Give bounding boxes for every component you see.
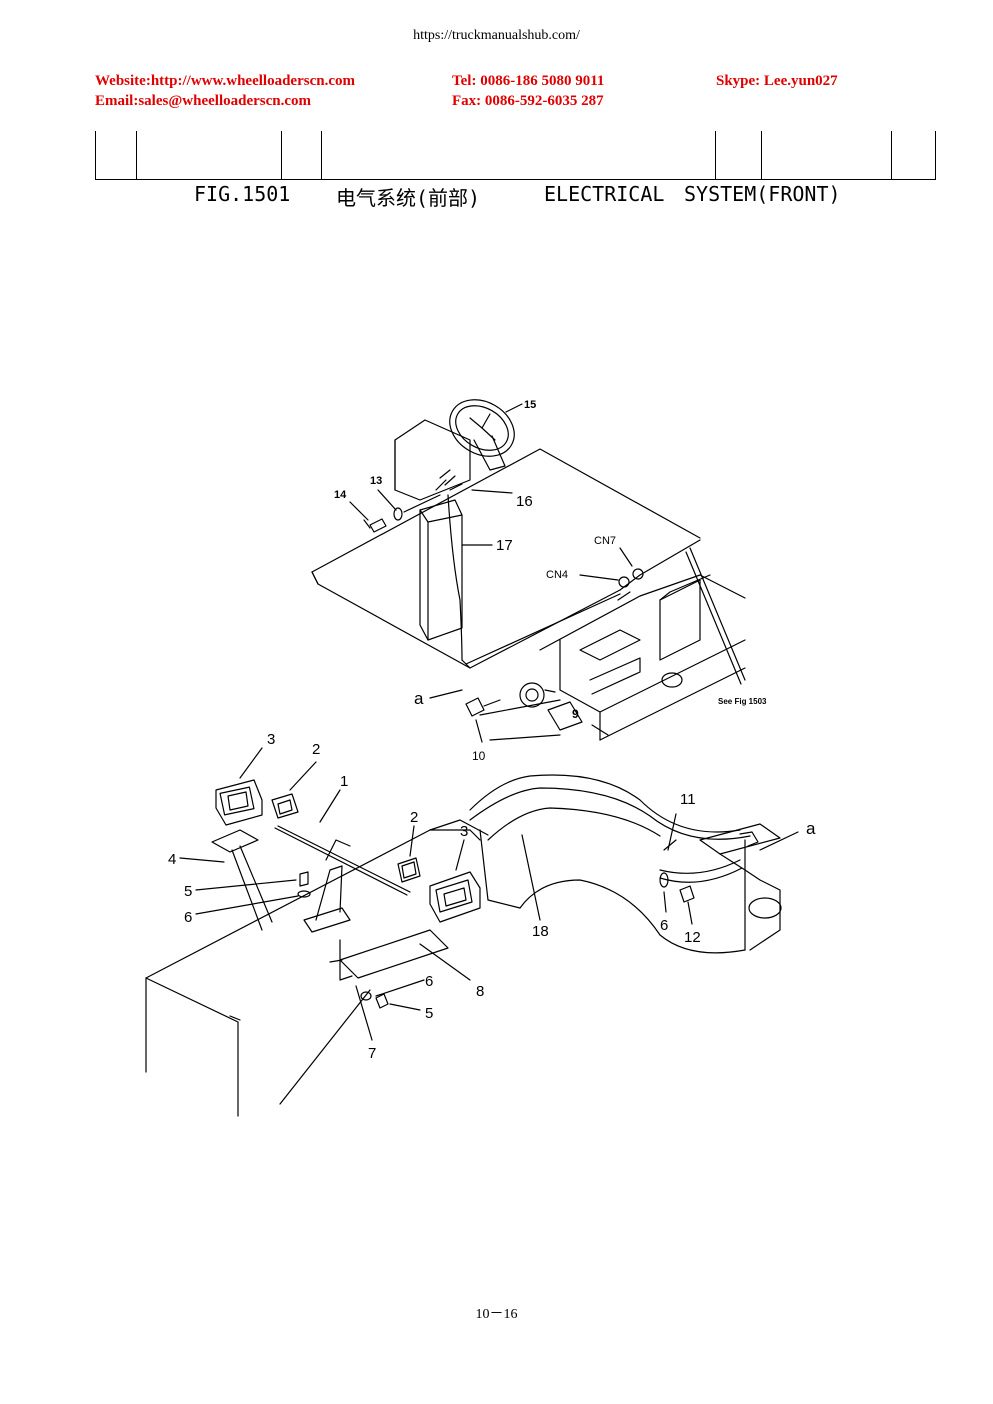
- callout-1: 1: [340, 773, 348, 790]
- callout-cn4: CN4: [546, 569, 568, 581]
- callout-14: 14: [334, 489, 347, 501]
- callout-16: 16: [516, 493, 533, 510]
- callout-6-mid: 6: [425, 973, 433, 990]
- callout-13: 13: [370, 475, 382, 487]
- figure-title-english-2: SYSTEM(FRONT): [684, 182, 841, 206]
- callout-a-lower: a: [806, 819, 816, 838]
- callout-2-right: 2: [410, 809, 418, 826]
- source-url[interactable]: https://truckmanualshub.com/: [413, 28, 580, 43]
- callout-10: 10: [472, 749, 486, 763]
- callout-12: 12: [684, 929, 701, 946]
- callout-7: 7: [368, 1045, 376, 1062]
- callout-3-left: 3: [267, 731, 275, 748]
- callout-a-upper: a: [414, 689, 424, 708]
- figure-title-english-1: ELECTRICAL: [544, 182, 665, 206]
- callout-6-right: 6: [660, 917, 668, 934]
- callout-5-right: 5: [425, 1005, 433, 1022]
- callout-5-left: 5: [184, 883, 192, 900]
- callout-2-left: 2: [312, 741, 320, 758]
- callout-11: 11: [680, 791, 696, 808]
- dashboard-assembly: [311, 399, 746, 743]
- skype-id: Skype: Lee.yun027: [716, 73, 838, 89]
- callout-3-right: 3: [460, 823, 468, 840]
- frame-harness-assembly: [469, 774, 799, 954]
- callout-8: 8: [476, 983, 484, 1000]
- callout-9: 9: [572, 707, 579, 721]
- callout-18: 18: [532, 923, 549, 940]
- figure-number: FIG.1501: [194, 182, 291, 206]
- see-figure-reference: See Fig 1503: [718, 697, 767, 706]
- email-link[interactable]: Email:sales@wheelloaderscn.com: [95, 93, 312, 109]
- callout-6-left: 6: [184, 909, 192, 926]
- callout-15: 15: [524, 399, 536, 411]
- fax: Fax: 0086-592-6035 287: [452, 93, 604, 109]
- figure-title-chinese: 电气系统(前部): [336, 186, 481, 210]
- lamp-fender-assembly: [145, 747, 489, 1117]
- callout-cn7: CN7: [594, 535, 616, 547]
- page-number: 10－16: [475, 1307, 518, 1322]
- website-link[interactable]: Website:http://www.wheelloaderscn.com: [95, 73, 355, 89]
- callout-4: 4: [168, 851, 176, 868]
- telephone: Tel: 0086-186 5080 9011: [452, 73, 605, 89]
- title-block-frame: [95, 131, 936, 180]
- callout-17: 17: [496, 537, 513, 554]
